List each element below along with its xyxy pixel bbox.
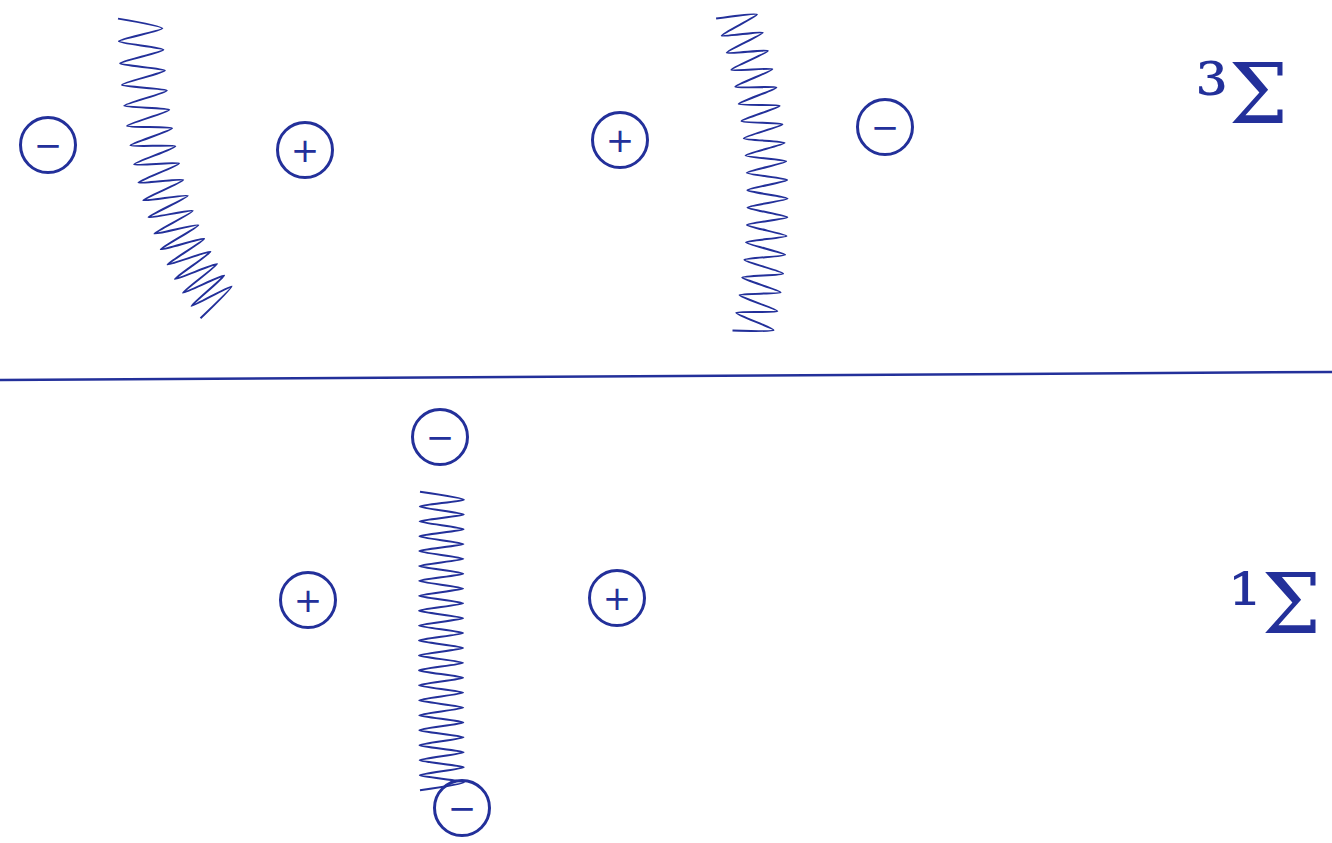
wave-line xyxy=(419,492,464,791)
state-label: ¹Σ xyxy=(1228,562,1321,646)
charge-sign: − xyxy=(871,110,900,144)
charge-circle: − xyxy=(433,779,491,837)
wave-lines xyxy=(118,14,788,790)
charge-circle: + xyxy=(588,569,646,627)
charge-circle: − xyxy=(856,98,914,156)
charge-circle: + xyxy=(591,111,649,169)
wave-line xyxy=(716,14,787,331)
charge-sign: − xyxy=(426,420,455,454)
charge-sign: + xyxy=(606,123,635,157)
divider-line xyxy=(0,372,1332,380)
charge-sign: + xyxy=(291,133,320,167)
charge-sign: − xyxy=(34,128,63,162)
charge-circle: − xyxy=(19,116,77,174)
charge-circle: + xyxy=(279,571,337,629)
charge-sign: − xyxy=(448,791,477,825)
wave-line xyxy=(118,19,232,319)
charge-sign: + xyxy=(294,583,323,617)
charge-circle: + xyxy=(276,121,334,179)
state-label: ³Σ xyxy=(1195,52,1288,136)
charge-circle: − xyxy=(411,408,469,466)
charge-sign: + xyxy=(603,581,632,615)
